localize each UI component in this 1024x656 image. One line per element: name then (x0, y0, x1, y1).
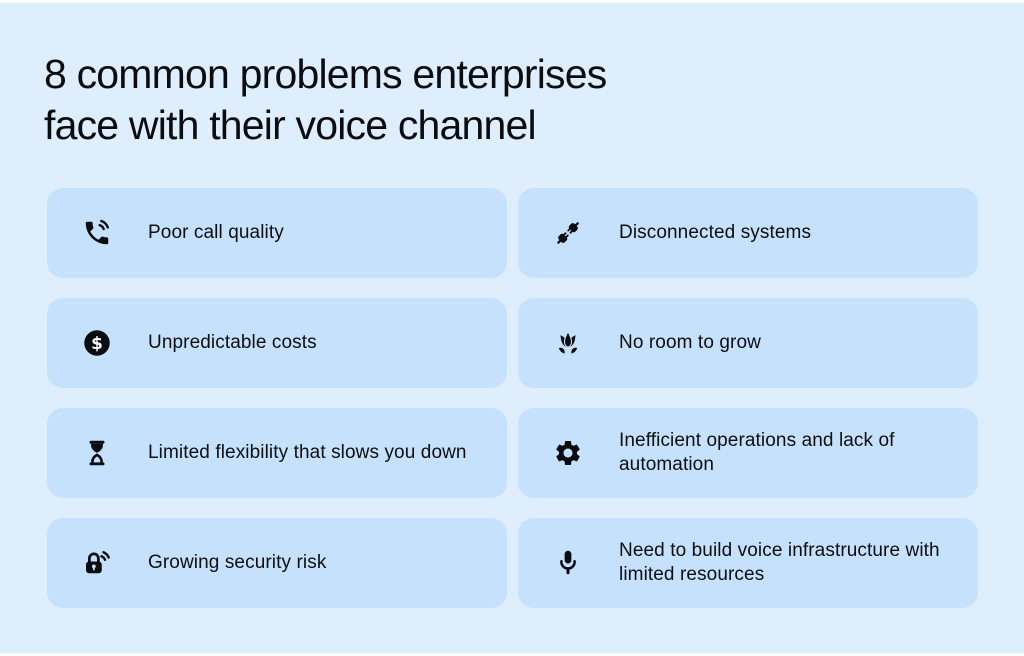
card-no-room-to-grow: No room to grow (518, 298, 978, 388)
card-growing-security-risk: Growing security risk (47, 518, 507, 608)
page-title: 8 common problems enterprises face with … (44, 49, 607, 151)
card-disconnected-systems: Disconnected systems (518, 188, 978, 278)
microphone-icon (553, 548, 583, 578)
phone-volume-icon (82, 218, 112, 248)
dollar-coin-icon: $ (82, 328, 112, 358)
page-background: 8 common problems enterprises face with … (0, 3, 1024, 653)
svg-text:$: $ (91, 333, 103, 353)
lotus-icon (553, 328, 583, 358)
gear-icon (553, 438, 583, 468)
page-title-line1: 8 common problems enterprises (44, 51, 607, 97)
card-unpredictable-costs: $ Unpredictable costs (47, 298, 507, 388)
card-label: Need to build voice infrastructure with … (619, 539, 940, 586)
card-label: Limited flexibility that slows you down (148, 441, 467, 463)
card-label: Disconnected systems (619, 221, 812, 243)
card-poor-call-quality: Poor call quality (47, 188, 507, 278)
hourglass-icon (82, 438, 112, 468)
card-label: Poor call quality (148, 221, 284, 243)
card-label: No room to grow (619, 331, 761, 353)
problem-cards-grid: Poor call quality Disconn (47, 188, 978, 608)
card-label: Growing security risk (148, 551, 327, 573)
bottom-edge-strip (0, 653, 1024, 656)
card-limited-flexibility: Limited flexibility that slows you down (47, 408, 507, 498)
card-voice-infrastructure: Need to build voice infrastructure with … (518, 518, 978, 608)
top-edge-strip (0, 0, 1024, 3)
page-title-line2: face with their voice channel (44, 102, 537, 148)
card-label: Inefficient operations and lack of autom… (619, 429, 895, 476)
disconnected-plugs-icon (553, 218, 583, 248)
card-inefficient-operations: Inefficient operations and lack of autom… (518, 408, 978, 498)
card-label: Unpredictable costs (148, 331, 317, 353)
lock-signal-icon (82, 548, 112, 578)
